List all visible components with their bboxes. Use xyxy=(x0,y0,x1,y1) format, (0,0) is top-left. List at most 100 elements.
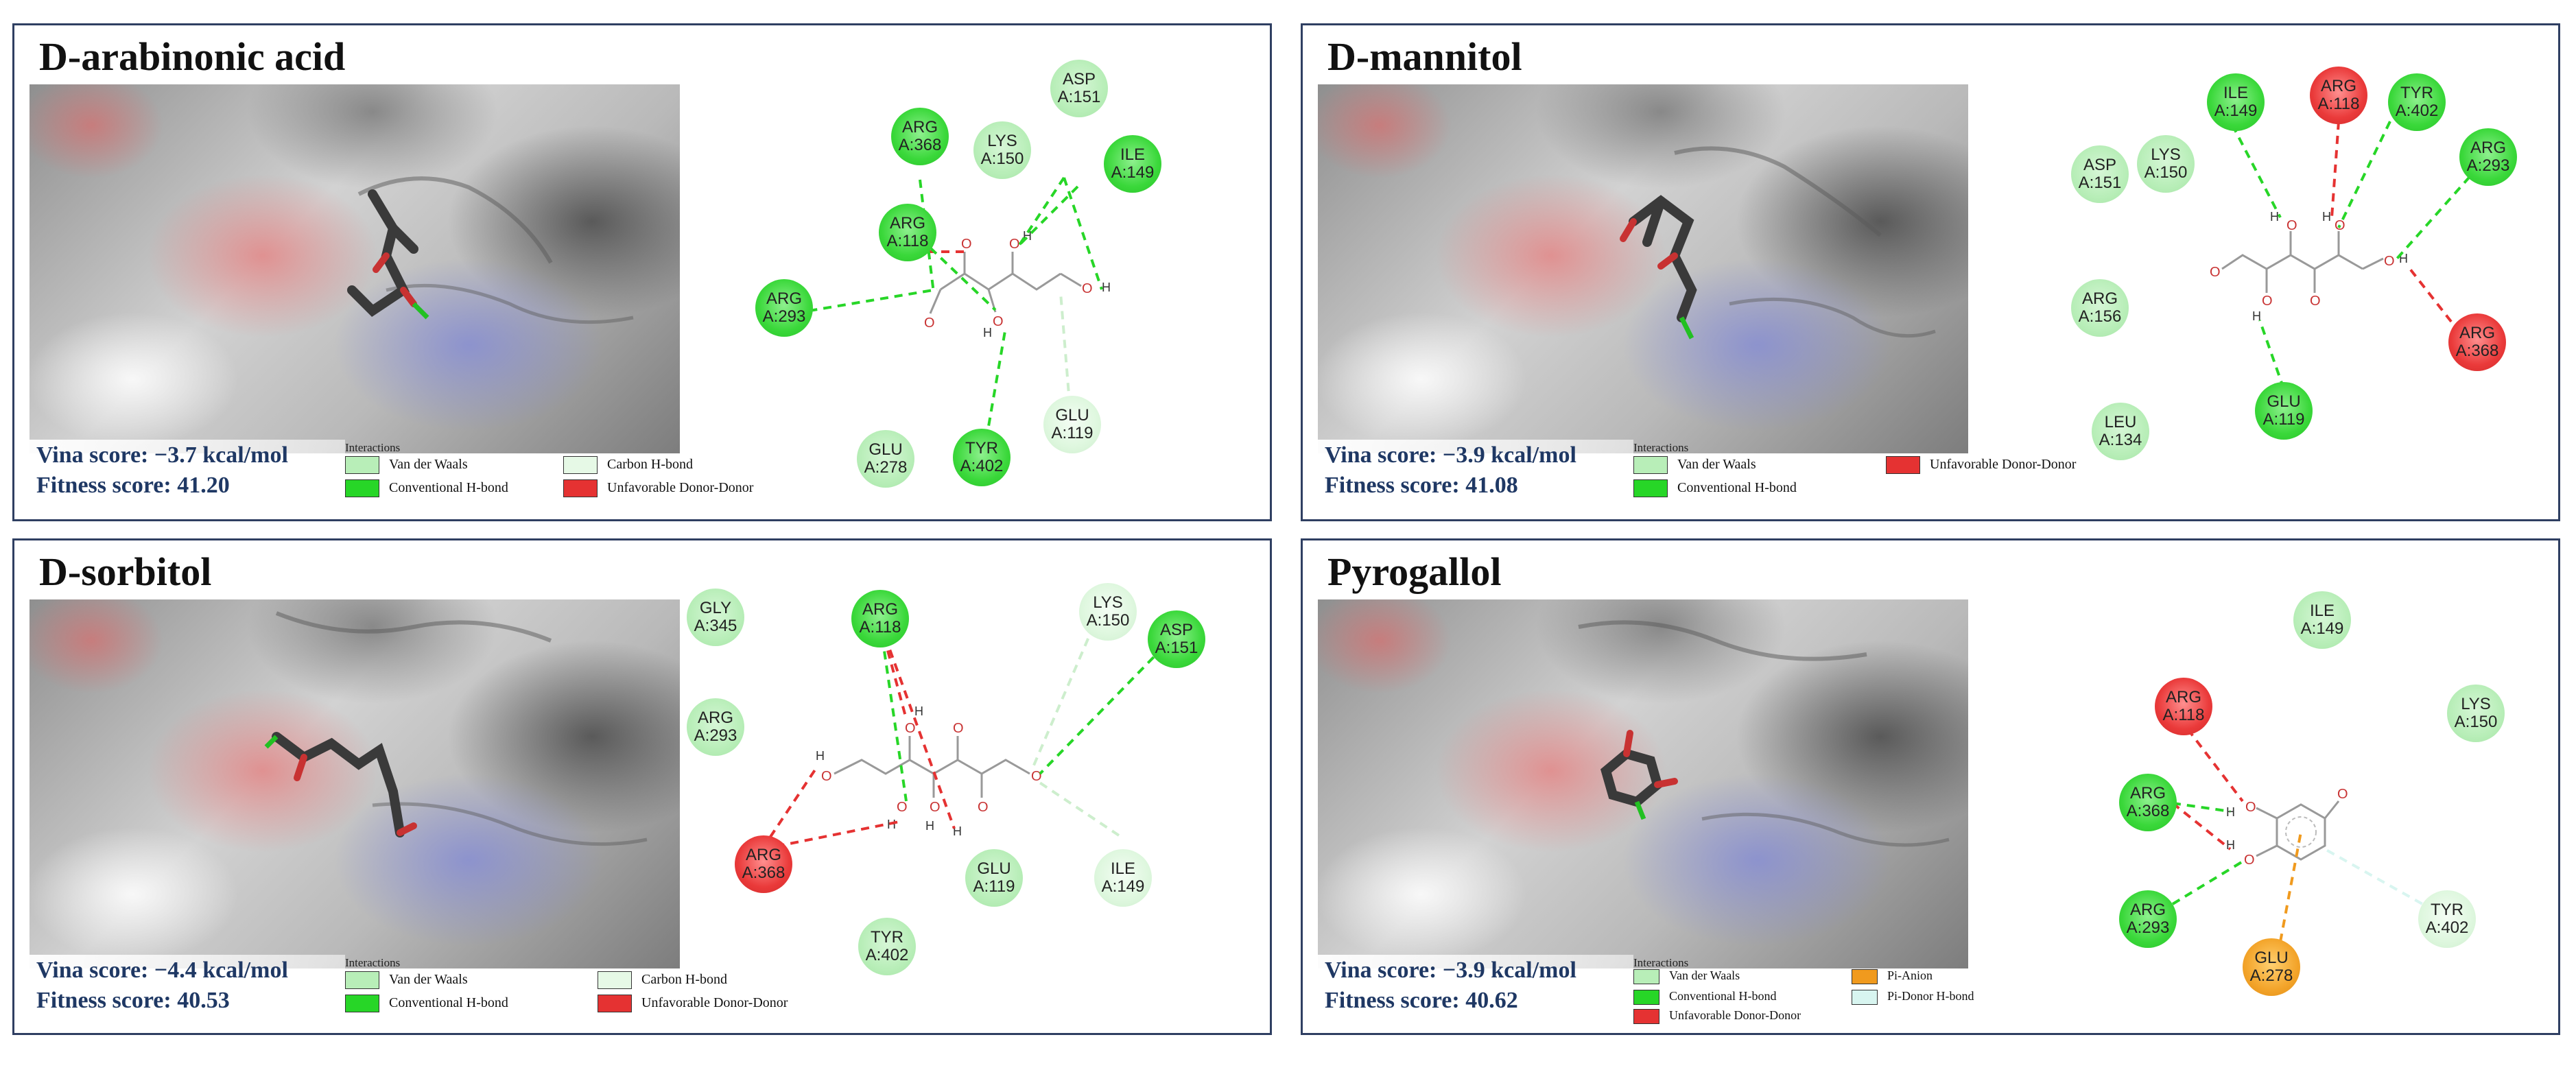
protein-surface-image xyxy=(29,599,680,968)
legend-item-hbond: Conventional H-bond xyxy=(345,993,508,1013)
legend-item-vdw: Van der Waals xyxy=(1633,966,1740,985)
legend-item-vdw: Van der Waals xyxy=(345,455,468,475)
legend-item-unfavorable: Unfavorable Donor-Donor xyxy=(1886,455,2076,475)
svg-text:H: H xyxy=(1102,281,1111,294)
panel-d-sorbitol: D-sorbitol Vina score: −4.4 kcal/mol Fit… xyxy=(12,538,1272,1035)
legend-title: Interactions xyxy=(1633,441,1689,454)
interaction-legend: Interactions Van der Waals Conventional … xyxy=(1625,441,2147,510)
interaction-legend: Interactions Van der Waals Conventional … xyxy=(337,441,858,510)
svg-text:H: H xyxy=(925,819,934,833)
svg-text:O: O xyxy=(953,721,964,736)
svg-text:O: O xyxy=(978,800,989,815)
protein-surface-image xyxy=(1318,599,1968,968)
legend-item-vdw: Van der Waals xyxy=(1633,455,1756,475)
legend-title: Interactions xyxy=(345,441,401,454)
svg-text:O: O xyxy=(1009,237,1020,252)
vina-score: Vina score: −3.9 kcal/mol xyxy=(1325,958,1576,983)
legend-item-pi-anion: Pi-Anion xyxy=(1852,966,1933,985)
legend-item-unfavorable: Unfavorable Donor-Donor xyxy=(1633,1006,1801,1025)
panel-title: D-mannitol xyxy=(1327,34,1522,79)
legend-item-pi-donor: Pi-Donor H-bond xyxy=(1852,986,1974,1006)
svg-text:O: O xyxy=(2287,218,2297,233)
fitness-score: Fitness score: 40.53 xyxy=(36,988,230,1013)
legend-item-unfavorable: Unfavorable Donor-Donor xyxy=(598,993,788,1013)
svg-text:H: H xyxy=(914,704,923,718)
svg-text:O: O xyxy=(930,800,941,815)
svg-text:O: O xyxy=(2337,787,2348,802)
interaction-legend: Interactions Van der Waals Conventional … xyxy=(337,956,858,1025)
fitness-score: Fitness score: 41.08 xyxy=(1325,473,1518,498)
svg-text:H: H xyxy=(2226,805,2235,819)
interaction-legend: Interactions Van der Waals Conventional … xyxy=(1625,956,2147,1025)
vina-score: Vina score: −4.4 kcal/mol xyxy=(36,958,288,983)
legend-item-hbond: Conventional H-bond xyxy=(1633,478,1797,498)
panel-d-mannitol: D-mannitol Vina score: −3.9 kcal/mol Fit… xyxy=(1301,23,2560,521)
svg-text:H: H xyxy=(2226,838,2235,852)
svg-text:O: O xyxy=(905,721,916,736)
ligand-stick-model xyxy=(1620,146,1936,340)
svg-text:O: O xyxy=(2262,294,2273,309)
panel-d-arabinonic-acid: D-arabinonic acid Vina score: −3.7 kcal/… xyxy=(12,23,1272,521)
legend-title: Interactions xyxy=(1633,956,1689,969)
vina-score: Vina score: −3.7 kcal/mol xyxy=(36,442,288,468)
legend-item-hbond: Conventional H-bond xyxy=(1633,986,1776,1006)
panel-title: D-sorbitol xyxy=(39,549,212,594)
scores-box: Vina score: −3.9 kcal/mol Fitness score:… xyxy=(1318,955,1633,1023)
legend-item-carbon-hbond: Carbon H-bond xyxy=(563,455,693,475)
svg-text:H: H xyxy=(2270,210,2279,224)
fitness-score: Fitness score: 41.20 xyxy=(36,473,230,498)
svg-text:O: O xyxy=(1082,281,1093,296)
ligand-stick-model xyxy=(347,176,634,324)
svg-text:O: O xyxy=(1031,769,1042,784)
ligand-2d-structure: O O O H H xyxy=(2171,728,2435,942)
panel-title: D-arabinonic acid xyxy=(39,34,346,79)
svg-text:O: O xyxy=(924,316,935,331)
scores-box: Vina score: −4.4 kcal/mol Fitness score:… xyxy=(29,955,345,1023)
scores-box: Vina score: −3.7 kcal/mol Fitness score:… xyxy=(29,440,345,508)
ligand-stick-model xyxy=(1578,620,1950,847)
svg-text:O: O xyxy=(993,314,1004,329)
panel-title: Pyrogallol xyxy=(1327,549,1502,594)
svg-text:O: O xyxy=(2245,800,2256,815)
svg-text:O: O xyxy=(2384,254,2395,269)
svg-text:O: O xyxy=(2310,294,2321,309)
legend-item-carbon-hbond: Carbon H-bond xyxy=(598,970,727,990)
svg-text:O: O xyxy=(2244,853,2255,868)
